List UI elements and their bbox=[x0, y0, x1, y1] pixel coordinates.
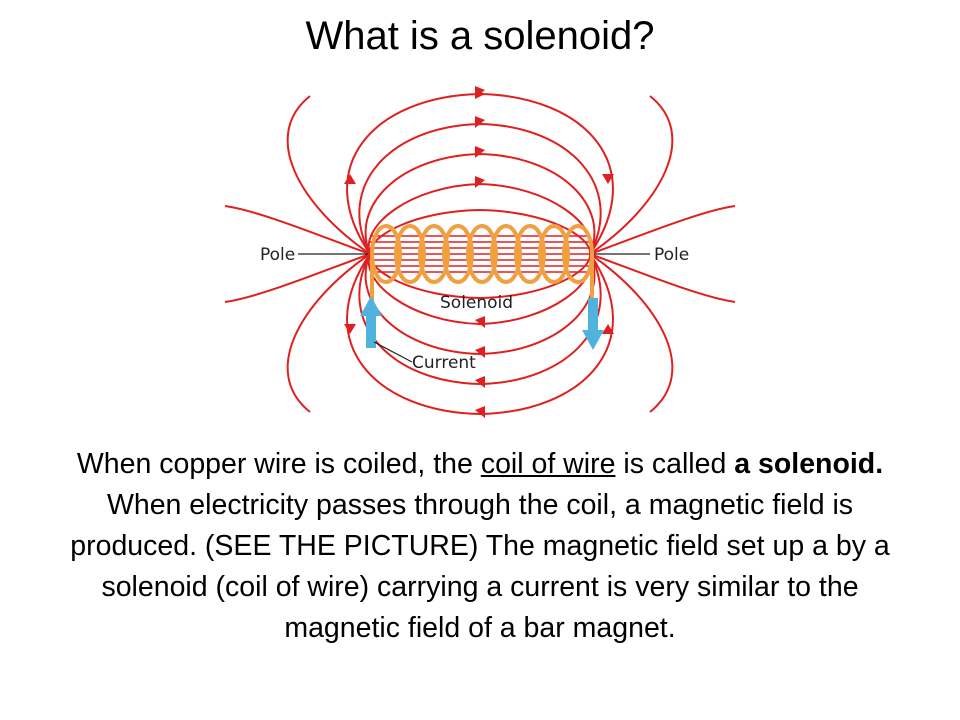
field-line bbox=[367, 253, 593, 326]
label-leaders bbox=[298, 253, 650, 363]
body-text-a-solenoid: a solenoid. bbox=[734, 448, 884, 480]
field-arrow bbox=[475, 316, 485, 328]
current-arrow-down bbox=[588, 298, 598, 332]
field-lines-lower bbox=[224, 253, 736, 416]
field-arrow bbox=[475, 146, 485, 158]
body-text-3: When electricity passes through the coil… bbox=[70, 489, 890, 644]
field-line bbox=[224, 205, 371, 255]
field-line bbox=[589, 253, 736, 303]
field-line bbox=[286, 95, 371, 255]
solenoid-diagram: Pole Pole Solenoid Current bbox=[200, 76, 760, 426]
field-arrow bbox=[602, 324, 614, 334]
field-line bbox=[224, 253, 371, 303]
current-arrow-up bbox=[366, 314, 376, 348]
field-line bbox=[589, 205, 736, 255]
field-line bbox=[589, 95, 674, 255]
field-arrow bbox=[475, 176, 485, 188]
field-line bbox=[589, 253, 674, 413]
field-arrow bbox=[344, 324, 356, 334]
field-arrowheads bbox=[344, 86, 614, 418]
field-arrow bbox=[602, 174, 614, 184]
body-text-2: is called bbox=[615, 448, 735, 480]
label-solenoid: Solenoid bbox=[440, 293, 513, 313]
body-text-1: When copper wire is coiled, the bbox=[76, 448, 481, 480]
body-paragraph: When copper wire is coiled, the coil of … bbox=[40, 444, 920, 649]
current-arrows bbox=[360, 296, 604, 350]
label-current: Current bbox=[412, 353, 476, 373]
label-pole-left: Pole bbox=[260, 245, 295, 265]
field-arrow bbox=[475, 116, 485, 128]
slide-title: What is a solenoid? bbox=[305, 14, 655, 58]
internal-field-lines bbox=[370, 235, 590, 273]
body-text-coil-of-wire: coil of wire bbox=[480, 448, 616, 480]
field-line bbox=[286, 253, 371, 413]
current-arrow-up-head bbox=[360, 296, 382, 316]
current-arrow-down-head bbox=[582, 330, 604, 350]
field-arrow bbox=[475, 346, 485, 358]
field-arrow bbox=[475, 406, 485, 418]
solenoid-diagram-svg: Pole Pole Solenoid Current bbox=[224, 86, 736, 418]
field-arrow bbox=[475, 376, 485, 388]
label-pole-right: Pole bbox=[654, 245, 689, 265]
field-line bbox=[367, 182, 593, 255]
field-arrow bbox=[344, 174, 356, 184]
field-arrow bbox=[475, 86, 485, 98]
